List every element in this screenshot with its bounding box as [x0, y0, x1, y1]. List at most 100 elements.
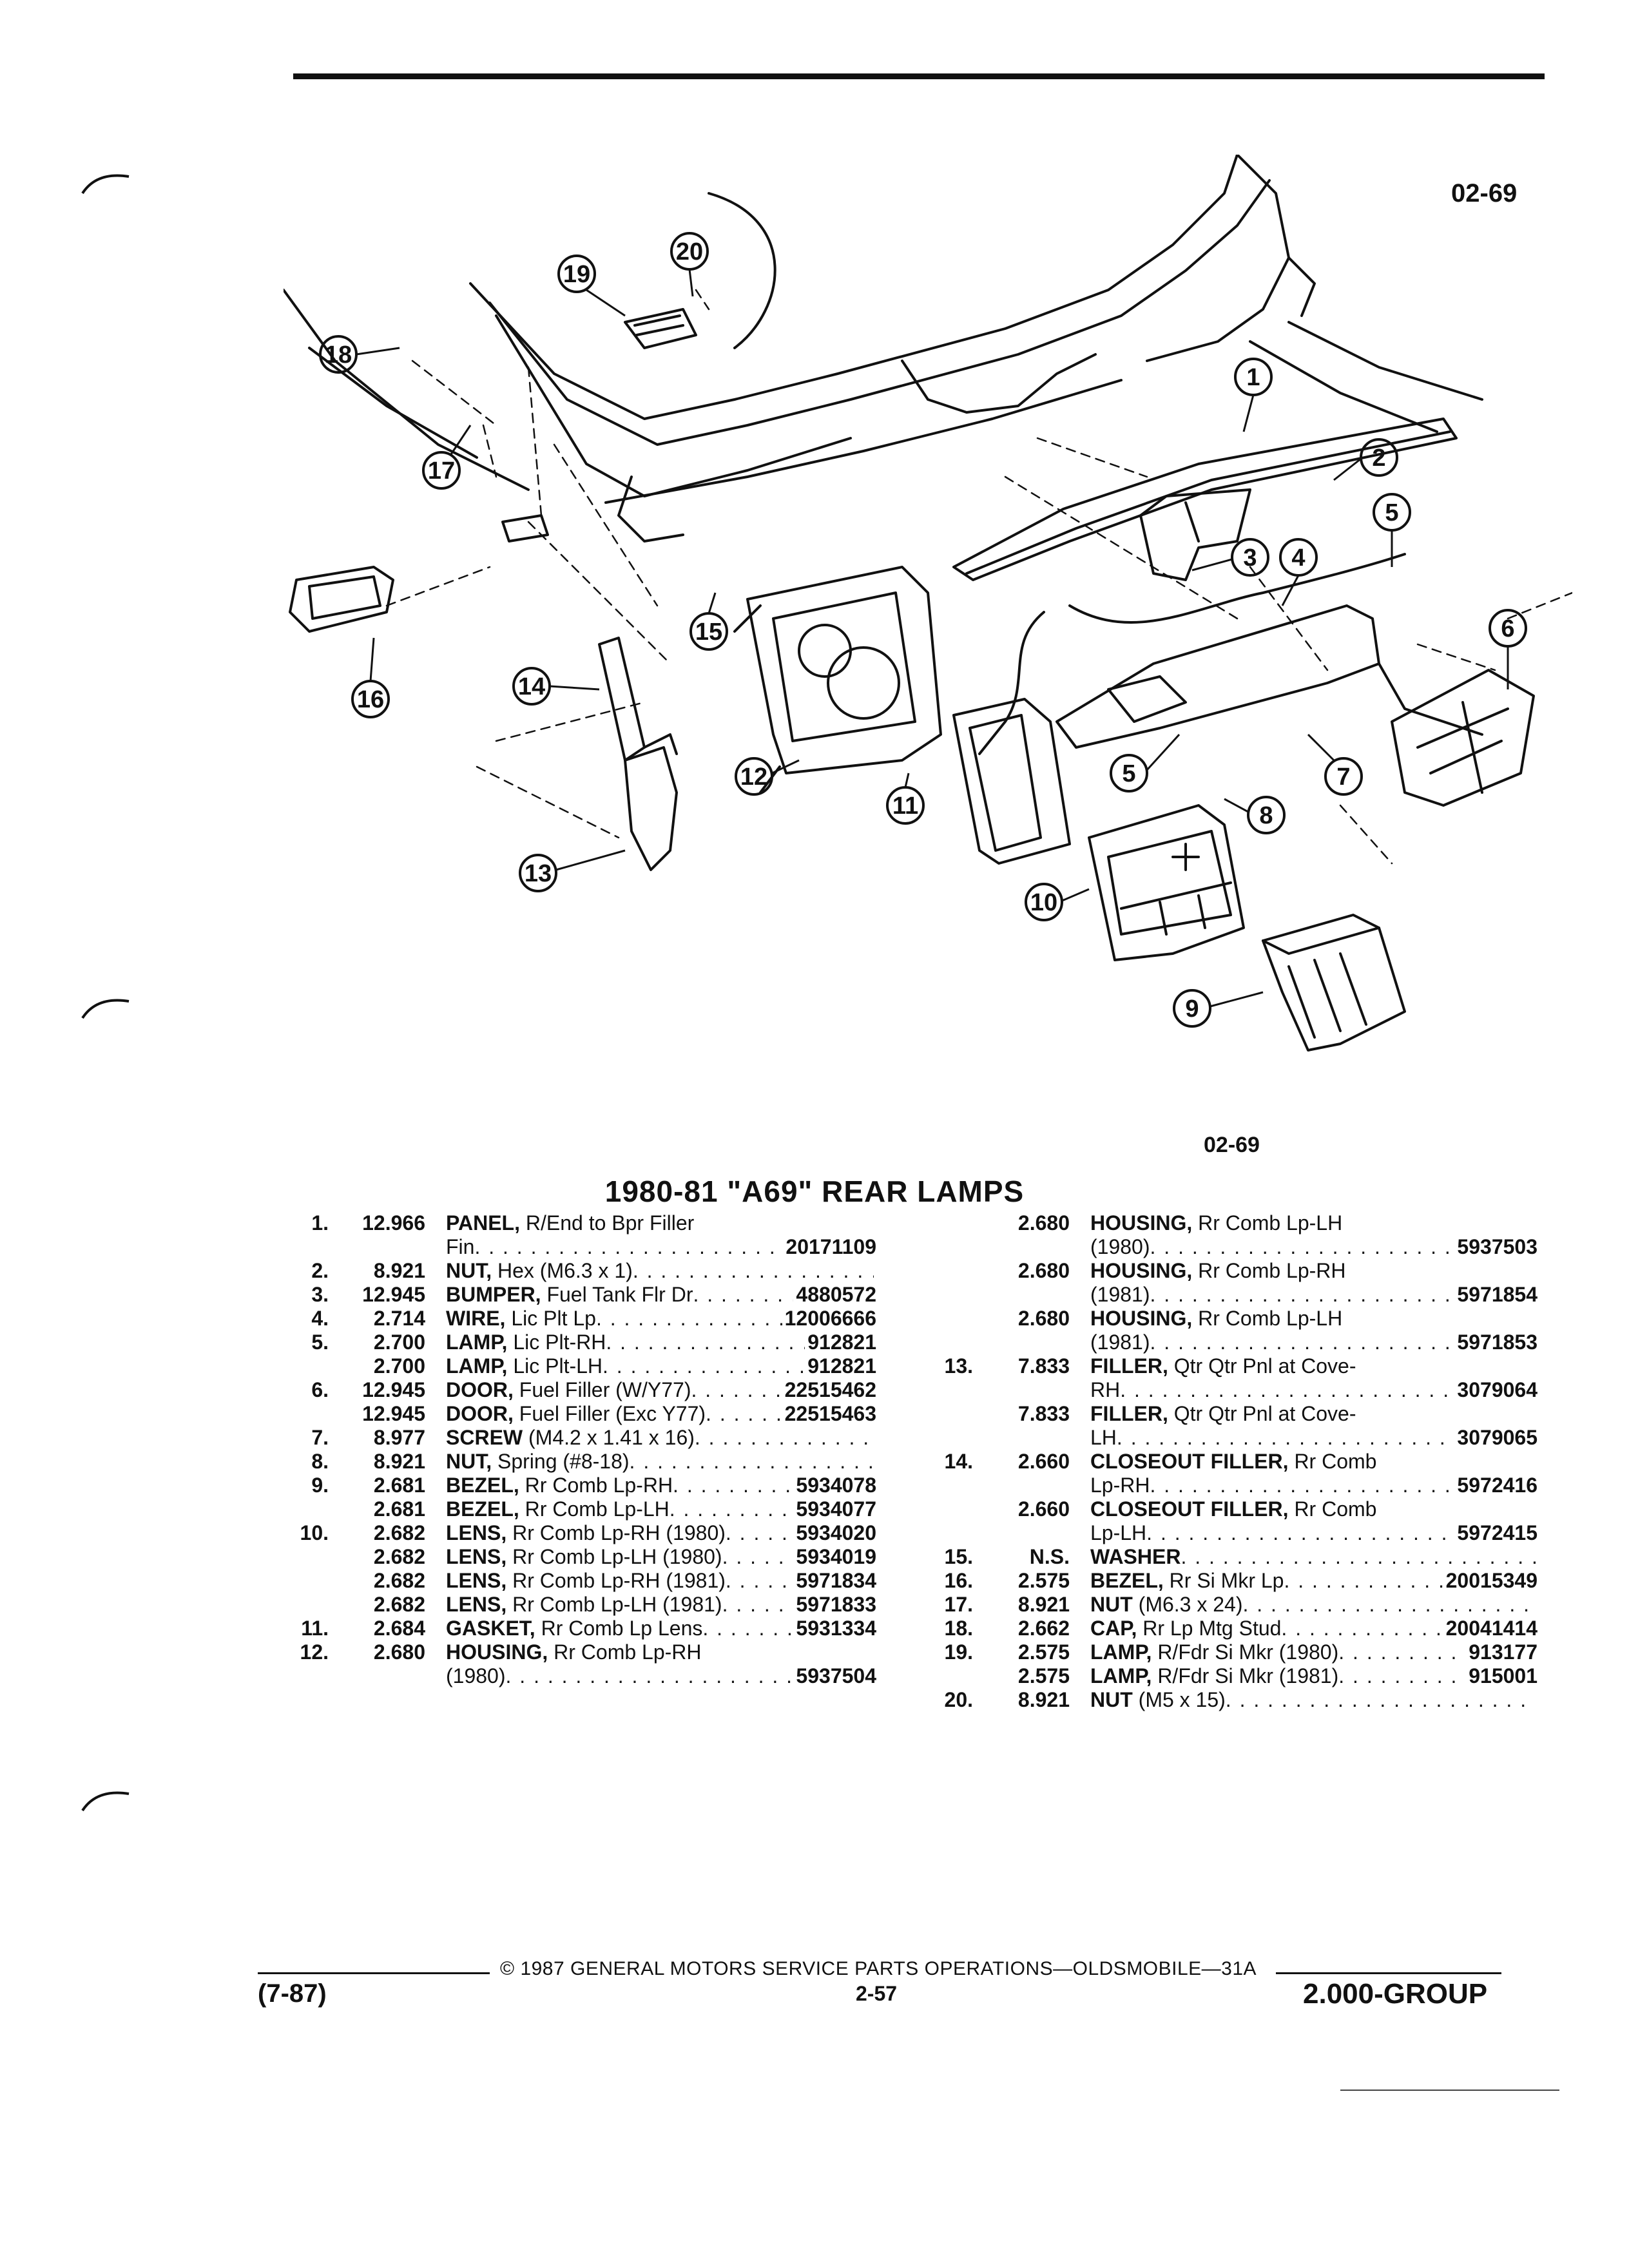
part-name: LAMP,: [1090, 1640, 1152, 1664]
leader-lines: [356, 269, 1509, 1008]
callout-circle: [735, 757, 773, 796]
callout-circle: [1231, 538, 1269, 577]
center-bracket: [1139, 488, 1251, 581]
item-number: 15.: [944, 1545, 973, 1568]
part-description: (1981): [1090, 1331, 1150, 1354]
group-number: 8.921: [1017, 1593, 1070, 1616]
part-number: 3079064: [1457, 1378, 1537, 1401]
callout-label: 17: [428, 457, 455, 485]
group-number: 2.680: [1017, 1307, 1070, 1330]
footer-group: 2.000-GROUP: [1303, 1978, 1488, 2010]
part-number: 22515463: [784, 1402, 876, 1425]
part-name: WIRE,: [446, 1307, 506, 1330]
part-name: HOUSING,: [1090, 1307, 1193, 1330]
part-name: LENS,: [446, 1521, 507, 1544]
quarter-filler: [624, 733, 678, 871]
callout-label: 6: [1501, 615, 1514, 642]
callout-label: 8: [1259, 802, 1273, 829]
footer-rule: [258, 1972, 490, 1974]
part-description: (1980): [446, 1664, 506, 1687]
item-number: 3.: [311, 1283, 329, 1306]
group-number: 8.921: [1017, 1688, 1070, 1711]
group-number: 8.977: [373, 1426, 425, 1449]
part-description: Fin: [446, 1235, 475, 1258]
part-number: 5971853: [1457, 1331, 1537, 1354]
item-number: 13.: [944, 1354, 973, 1378]
dot-leader: [1150, 1283, 1455, 1307]
item-number: 18.: [944, 1617, 973, 1640]
part-name: GASKET,: [446, 1617, 535, 1640]
item-number: 1.: [311, 1211, 329, 1235]
part-number: [874, 1259, 876, 1283]
item-number: 19.: [944, 1640, 973, 1664]
part-name: NUT,: [446, 1450, 492, 1473]
group-number: 2.660: [1017, 1450, 1070, 1473]
figure-reference: 02-69: [1204, 1133, 1260, 1157]
part-name: HOUSING,: [1090, 1259, 1193, 1282]
callout-label: 14: [518, 673, 545, 700]
footer-date-code: (7-87): [258, 1979, 327, 2008]
part-number: [874, 1450, 876, 1474]
callout-label: 5: [1385, 499, 1398, 526]
dot-leader: [695, 1426, 874, 1450]
item-number: 9.: [311, 1474, 329, 1497]
part-number: 912821: [807, 1331, 876, 1354]
group-number: 2.714: [373, 1307, 425, 1330]
part-name: LENS,: [446, 1569, 507, 1592]
margin-mark: [81, 174, 130, 195]
group-number: 2.575: [1017, 1569, 1070, 1592]
part-name: NUT: [1090, 1593, 1133, 1616]
part-name: CLOSEOUT FILLER,: [1090, 1450, 1289, 1473]
callout-label: 5: [1122, 760, 1135, 787]
group-number: 12.945: [362, 1378, 425, 1401]
group-number: 2.680: [1017, 1211, 1070, 1235]
part-description: Rr Comb Lp-LH: [1192, 1307, 1343, 1330]
part-name: BEZEL,: [446, 1474, 519, 1497]
part-description: Qtr Qtr Pnl at Cove-: [1168, 1354, 1356, 1378]
fuel-filler-door: [1391, 669, 1535, 807]
dot-leader: [606, 1331, 805, 1354]
part-description: LH: [1090, 1426, 1117, 1449]
part-description: Rr Comb: [1288, 1497, 1377, 1521]
part-number: 20041414: [1445, 1617, 1537, 1640]
part-number: 5934019: [796, 1545, 876, 1568]
part-number: 912821: [807, 1354, 876, 1378]
part-description: Fuel Filler (W/Y77): [513, 1378, 691, 1401]
part-number: 913177: [1469, 1640, 1537, 1664]
item-number: 6.: [311, 1378, 329, 1401]
part-name: FILLER,: [1090, 1402, 1168, 1425]
top-rule: [293, 73, 1545, 79]
part-number: 5971854: [1457, 1283, 1537, 1306]
group-number: 2.681: [373, 1474, 425, 1497]
part-description: Lic Plt-RH: [507, 1331, 606, 1354]
group-number: 12.966: [362, 1211, 425, 1235]
dot-leader: [1150, 1474, 1454, 1497]
exploded-parts-diagram: 1 2 3 4 5 5 6 7 8 9 10 11 12 13 14 15 16…: [284, 155, 1572, 1052]
page-code: 02-69: [1451, 179, 1518, 207]
part-number: 22515462: [784, 1378, 876, 1401]
part-description: Rr Comb Lp-RH (1981): [506, 1569, 726, 1592]
part-description: Fuel Filler (Exc Y77): [513, 1402, 706, 1425]
group-number: 7.833: [1017, 1354, 1070, 1378]
part-description: Rr Comb Lp-LH: [1192, 1211, 1343, 1235]
callout-label: 4: [1291, 544, 1305, 572]
dot-leader: [506, 1664, 794, 1688]
part-name: FILLER,: [1090, 1354, 1168, 1378]
callout-circle: [1360, 438, 1398, 477]
item-number: 7.: [311, 1426, 329, 1449]
part-description: Spring (#8-18): [492, 1450, 630, 1473]
part-name: PANEL,: [446, 1211, 520, 1235]
